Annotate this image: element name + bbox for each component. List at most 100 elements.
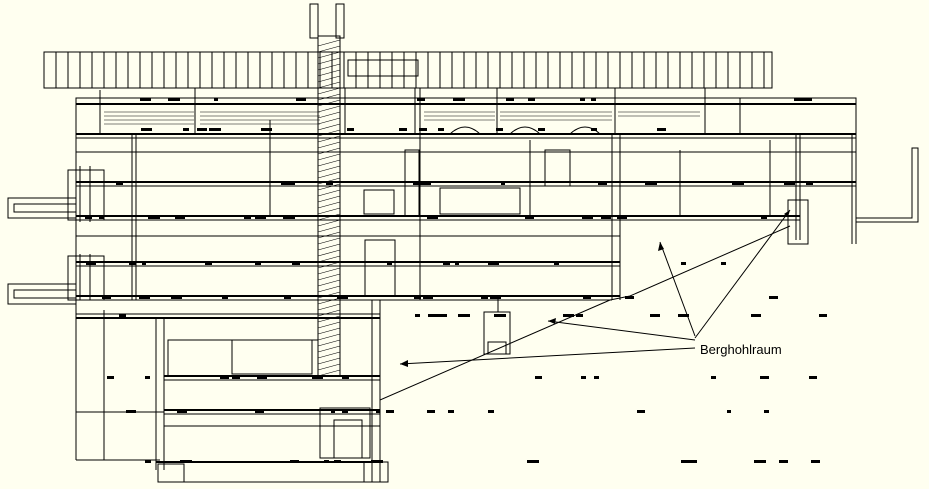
dimension-mark [438,128,444,131]
dimension-mark [769,296,778,299]
dimension-mark [399,128,407,131]
dimension-mark [428,314,440,317]
dimension-mark [141,128,152,131]
dimension-marks [85,98,827,463]
shaft-hatch-line [317,45,341,53]
dimension-mark [538,128,545,131]
shaft-hatch-line [317,99,341,107]
rock-boundary [379,225,791,401]
dimension-mark [488,262,499,265]
dimension-mark [690,460,697,463]
lower-levels [75,298,511,483]
dimension-mark [760,376,769,379]
dimension-mark [481,296,488,299]
dimension-mark [488,410,494,413]
dimension-mark [779,460,788,463]
dimension-mark [448,410,454,413]
dimension-mark [126,410,136,413]
dimension-mark [145,460,151,463]
dimension-mark [427,410,435,413]
shaft-hatch-line [317,87,341,95]
dimension-mark [526,216,534,219]
dimension-mark [563,314,574,317]
dimension-mark [819,314,827,317]
dimension-mark [171,296,182,299]
dimension-mark [764,410,769,413]
dimension-mark [283,216,295,219]
dimension-mark [754,460,766,463]
leader-arrowheads [400,210,790,367]
dimension-mark [582,216,593,219]
dimension-mark [462,314,470,317]
dimension-mark [376,410,380,413]
dimension-mark [490,296,501,299]
shaft-hatch-line [317,315,341,323]
shaft-hatch-line [317,141,341,149]
roof-slats [43,51,773,89]
dimension-mark [222,296,228,299]
dimension-mark [422,128,427,131]
dimension-mark [255,410,264,413]
dimension-mark [140,98,151,101]
dimension-mark [119,314,126,317]
shaft-hatch-line [317,219,341,227]
dimension-mark [281,182,287,185]
shaft-hatch-line [317,129,341,137]
dimension-mark [342,410,348,413]
dimension-mark [209,128,221,131]
shaft-hatch-line [317,261,341,269]
shaft-hatch-line [317,291,341,299]
dimension-mark [678,314,689,317]
dimension-mark [116,182,123,185]
dimension-mark [220,376,229,379]
shaft-hatch-line [317,51,341,59]
dimension-mark [554,262,559,265]
dimension-mark [214,98,218,101]
dimension-mark [257,376,267,379]
dimension-mark [506,98,514,101]
dimension-mark [255,216,266,219]
dimension-mark [594,376,599,379]
shaft-hatch-line [317,165,341,173]
shaft-hatch-line [317,171,341,179]
shaft-hatch-line [317,231,341,239]
shaft-hatch-line [317,201,341,209]
dimension-mark [648,182,657,185]
shaft-hatch-line [317,147,341,155]
dimension-mark [342,376,349,379]
dimension-mark [601,216,611,219]
shaft-hatch-line [317,39,341,47]
dimension-mark [645,182,650,185]
shaft-hatch-line [317,111,341,119]
shaft-hatch-line [317,309,341,317]
left-connectors [7,166,105,305]
shaft-hatch-line [317,225,341,233]
dimension-mark [285,182,295,185]
dimension-mark [208,262,212,265]
dimension-mark [576,314,583,317]
dimension-mark [145,376,150,379]
dimension-mark [711,376,716,379]
dimension-mark [415,314,420,317]
dimension-mark [751,314,761,317]
dimension-mark [180,460,190,463]
shaft-hatch-line [317,177,341,185]
shaft-hatch-line [317,243,341,251]
dimension-mark [197,128,207,131]
dimension-mark [650,314,660,317]
dimension-mark [296,98,306,101]
dimension-mark [583,296,591,299]
shaft-hatch-line [317,237,341,245]
dimension-mark [617,216,627,219]
dimension-mark [427,216,438,219]
dimension-mark [732,182,744,185]
dimension-mark [637,410,645,413]
dimension-mark [205,262,209,265]
dimension-mark [535,376,542,379]
dimension-mark [527,460,539,463]
shaft-hatch-line [317,267,341,275]
dimension-mark [591,98,596,101]
dimension-mark [455,262,459,265]
dimension-mark [423,296,433,299]
